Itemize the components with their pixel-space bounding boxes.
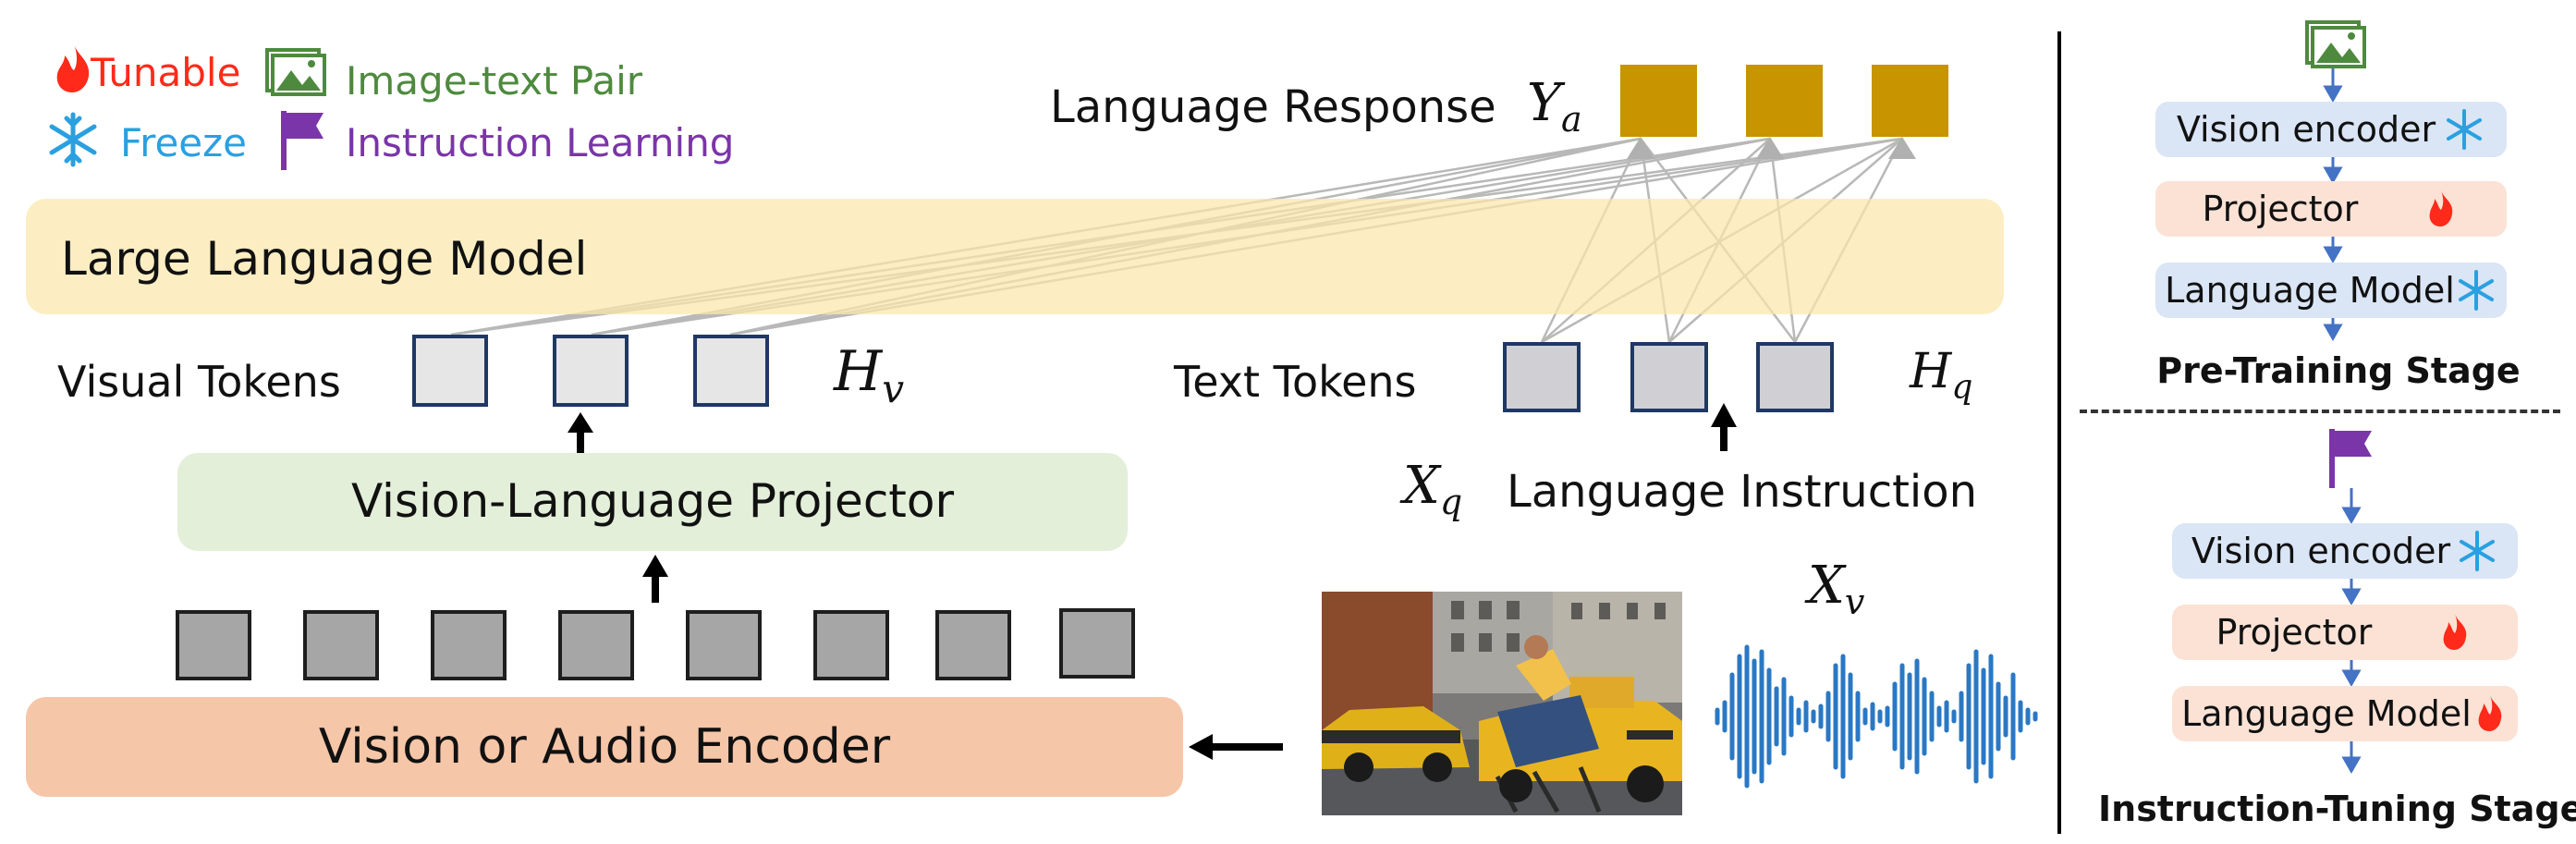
response-token [1746,65,1823,137]
instruction-symbol-letter: X [1403,456,1440,516]
language-response-label: Language Response [1050,81,1496,133]
vision-language-projector-block [177,453,1128,551]
input-symbol-subscript: v [1844,581,1865,623]
encoder-token [813,610,889,680]
visual-token [553,335,629,407]
encoder-token [686,610,762,680]
large-language-model-block [26,199,2004,314]
encoder-token [176,610,251,680]
input-symbol: Xv [1808,560,1865,623]
image-icon [2305,20,2366,68]
text-token [1630,342,1708,412]
vision-language-projector-label: Vision-Language Projector [350,474,955,528]
flame-icon [2430,190,2453,226]
encoder-token [1059,608,1135,679]
pretraining-stage-title: Pre-Training Stage [2156,350,2521,391]
stage-divider [2080,410,2560,413]
response-token [1872,65,1948,137]
response-symbol-letter: Y [1527,73,1561,133]
visual-tokens-symbol: Hv [834,344,904,409]
instruction-language-model-label: Language Model [2181,693,2472,734]
visual-tokens-label: Visual Tokens [57,357,341,407]
text-tokens-symbol: Hq [1910,348,1972,404]
visual-token [693,335,769,407]
flame-icon [2444,614,2467,650]
instruction-projector-box: Projector [2172,605,2518,660]
flag-icon [281,111,324,170]
legend-instruction-learning-label: Instruction Learning [346,120,735,165]
flame-icon [56,44,90,92]
flag-icon [2329,429,2372,488]
instruction-vision-encoder-box: Vision encoder [2172,523,2518,579]
response-symbol-subscript: a [1560,99,1582,141]
response-symbol: Ya [1527,78,1582,141]
pretraining-language-model-label: Language Model [2165,270,2455,311]
pretraining-vision-encoder-box: Vision encoder [2155,102,2507,157]
encoder-token [303,610,379,680]
encoder-token [935,610,1011,680]
snowflake-icon [2447,109,2483,150]
instruction-tuning-stage-title: Instruction-Tuning Stage [2098,789,2576,829]
visual-token [412,335,488,407]
pretraining-projector-label: Projector [2202,189,2359,229]
encoder-token [431,610,507,680]
panel-divider [2057,31,2061,834]
flame-icon [2478,695,2502,731]
large-language-model-label: Large Language Model [61,232,588,286]
text-tokens-label: Text Tokens [1174,357,1417,407]
text-tokens-symbol-letter: H [1910,344,1952,399]
snowflake-icon [2458,270,2494,311]
pretraining-vision-encoder-label: Vision encoder [2176,109,2436,150]
response-arrowheads [1627,137,1916,159]
legend-image-text-pair-label: Image-text Pair [346,58,643,104]
instruction-symbol-subscript: q [1439,482,1463,523]
input-symbol-letter: X [1808,556,1845,616]
instruction-language-model-box: Language Model [2172,686,2518,741]
audio-waveform [1715,644,2038,789]
response-token [1620,65,1697,137]
image-icon [265,48,326,96]
text-token [1756,342,1834,412]
instruction-projector-label: Projector [2216,612,2373,653]
legend-freeze-label: Freeze [120,120,248,165]
language-instruction-label: Language Instruction [1507,466,1978,518]
visual-tokens-symbol-letter: H [834,339,883,404]
visual-tokens-symbol-subscript: v [882,366,905,411]
encoder-token [558,610,634,680]
text-tokens-symbol-subscript: q [1951,368,1973,407]
instruction-symbol: Xq [1403,460,1462,520]
up-arrow [568,412,593,455]
snowflake-icon [2460,531,2496,571]
text-token [1503,342,1581,412]
vision-or-audio-encoder-label: Vision or Audio Encoder [318,719,891,775]
left-arrow [1189,734,1283,760]
input-photo [1322,592,1682,815]
legend-tunable-label: Tunable [91,50,241,95]
snowflake-icon [49,112,97,167]
pretraining-projector-box: Projector [2155,181,2507,237]
up-arrow [642,555,668,603]
instruction-vision-encoder-label: Vision encoder [2191,531,2451,571]
pretraining-language-model-box: Language Model [2155,263,2507,318]
up-arrow [1711,403,1737,451]
vision-or-audio-encoder-block [26,697,1183,797]
